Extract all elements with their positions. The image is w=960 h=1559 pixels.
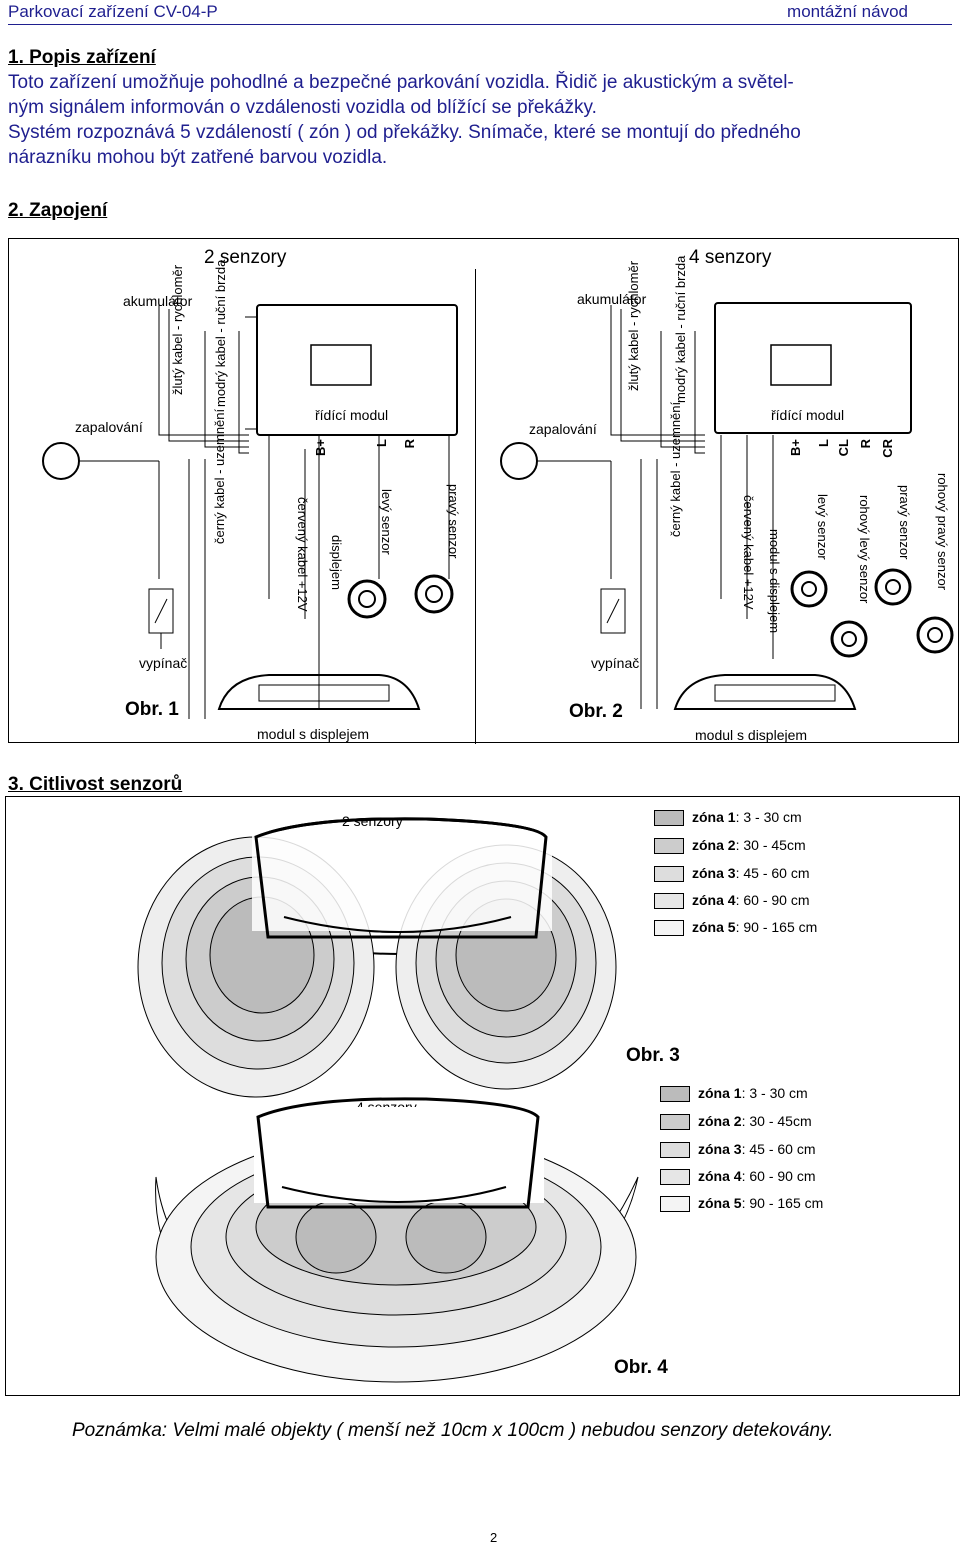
section3-title: 3. Citlivost senzorů <box>8 774 183 795</box>
header-title: Parkovací zařízení CV-04-P <box>8 2 218 21</box>
fig3-zone-2: zóna 2: 30 - 45cm <box>654 837 806 857</box>
note: Poznámka: Velmi malé objekty ( menší než… <box>72 1420 834 1441</box>
section1-line: ným signálem informován o vzdálenosti vo… <box>8 97 597 118</box>
section1-line: Toto zařízení umožňuje pohodlné a bezpeč… <box>8 72 794 93</box>
zone-range: 45 - 60 cm <box>743 865 810 881</box>
page-number: 2 <box>490 1530 498 1545</box>
zone-range: 30 - 45cm <box>749 1113 812 1129</box>
fig2-ignition-label: zapalování <box>529 421 597 437</box>
zone-swatch <box>660 1086 690 1103</box>
fig1-ignition-label: zapalování <box>75 419 143 435</box>
fig3-car-diagram <box>137 817 617 1098</box>
fig1-power-wire: červený kabel +12V <box>295 497 310 612</box>
zone-name: zóna 4 <box>692 892 736 908</box>
zone-range: 3 - 30 cm <box>749 1085 808 1101</box>
fig1-display-wire: displejem <box>329 535 344 590</box>
zone-name: zóna 2 <box>698 1113 742 1129</box>
wiring-figure-box: 2 senzory akumulátor zapalování řídící m… <box>8 238 959 744</box>
fig3-zone-1: zóna 1: 3 - 30 cm <box>654 809 802 829</box>
fig2-switch-label: vypínač <box>591 655 640 671</box>
fig2-diagram <box>500 302 954 710</box>
header-subtitle: montážní návod <box>787 2 908 21</box>
zone-name: zóna 2 <box>692 837 736 853</box>
zone-range: 3 - 30 cm <box>743 809 802 825</box>
fig1-left-sensor-wire: levý senzor <box>379 489 394 555</box>
zone-swatch <box>654 838 684 855</box>
zone-swatch <box>654 893 684 910</box>
section1-text: Toto zařízení umožňuje pohodlné a bezpeč… <box>8 70 938 170</box>
fig1-heading: 2 senzory <box>204 247 287 268</box>
fig4-car-diagram <box>155 1097 639 1383</box>
fig1-battery-label: akumulátor <box>123 293 193 309</box>
fig4-zone-1: zóna 1: 3 - 30 cm <box>660 1085 808 1105</box>
section1-line: Systém rozpoznává 5 vzdáleností ( zón ) … <box>8 122 801 143</box>
fig4-caption: Obr. 4 <box>614 1357 668 1378</box>
fig4-zone-2: zóna 2: 30 - 45cm <box>660 1113 812 1133</box>
zone-swatch <box>654 866 684 883</box>
zone-swatch <box>660 1169 690 1186</box>
fig1-switch-label: vypínač <box>139 655 188 671</box>
fig2-right-sensor-wire: pravý senzor <box>897 485 912 560</box>
zone-name: zóna 3 <box>698 1141 742 1157</box>
fig2-power-wire: červený kabel +12V <box>741 495 756 610</box>
fig2-module-label: řídící modul <box>771 407 845 423</box>
fig4-zone-5: zóna 5: 90 - 165 cm <box>660 1195 823 1215</box>
zone-range: 60 - 90 cm <box>743 892 810 908</box>
zone-swatch <box>660 1114 690 1131</box>
section2-title: 2. Zapojení <box>8 200 108 221</box>
zone-swatch <box>654 920 684 937</box>
sensitivity-figure-box: 2 senzory zóna 1: 3 - 30 cm zóna 2: 30 -… <box>5 796 960 1396</box>
fig1-display-label: modul s displejem <box>257 726 370 742</box>
zone-name: zóna 3 <box>692 865 736 881</box>
zone-name: zóna 4 <box>698 1168 742 1184</box>
fig2-left-sensor-wire: levý senzor <box>815 494 830 560</box>
fig2-corner-right-sensor-wire: rohový pravý senzor <box>935 473 950 591</box>
fig1-right-sensor-wire: pravý senzor <box>446 484 461 559</box>
zone-name: zóna 5 <box>698 1195 742 1211</box>
fig2-caption: Obr. 2 <box>569 701 623 722</box>
fig2-battery-label: akumulátor <box>577 291 647 307</box>
fig4-zone-4: zóna 4: 60 - 90 cm <box>660 1168 816 1188</box>
fig3-heading: 2 senzory <box>342 813 403 829</box>
fig4-zone-3: zóna 3: 45 - 60 cm <box>660 1141 816 1161</box>
zone-range: 90 - 165 cm <box>749 1195 824 1211</box>
zone-range: 90 - 165 cm <box>743 919 818 935</box>
fig3-zone-3: zóna 3: 45 - 60 cm <box>654 865 810 885</box>
fig2-heading: 4 senzory <box>689 247 772 268</box>
fig1-module-label: řídící modul <box>315 407 389 423</box>
zone-swatch <box>660 1142 690 1159</box>
fig2-display-label: modul s displejem <box>695 727 808 743</box>
figure-divider <box>475 269 476 744</box>
fig3-zone-4: zóna 4: 60 - 90 cm <box>654 892 810 912</box>
zone-swatch <box>660 1196 690 1213</box>
zone-name: zóna 1 <box>698 1085 742 1101</box>
header-divider <box>8 24 952 25</box>
section1-title: 1. Popis zařízení <box>8 47 156 68</box>
fig1-caption: Obr. 1 <box>125 699 179 720</box>
fig3-caption: Obr. 3 <box>626 1045 680 1066</box>
zone-name: zóna 1 <box>692 809 736 825</box>
section1-line: nárazníku mohou být zatřené barvou vozid… <box>8 147 388 168</box>
fig3-zone-5: zóna 5: 90 - 165 cm <box>654 919 817 939</box>
zone-range: 60 - 90 cm <box>749 1168 816 1184</box>
zone-range: 30 - 45cm <box>743 837 806 853</box>
zone-name: zóna 5 <box>692 919 736 935</box>
fig1-diagram <box>42 304 458 719</box>
zone-range: 45 - 60 cm <box>749 1141 816 1157</box>
fig2-display-wire: modul s displejem <box>767 529 782 634</box>
zone-swatch <box>654 810 684 827</box>
fig2-corner-left-sensor-wire: rohový levý senzor <box>857 495 872 604</box>
